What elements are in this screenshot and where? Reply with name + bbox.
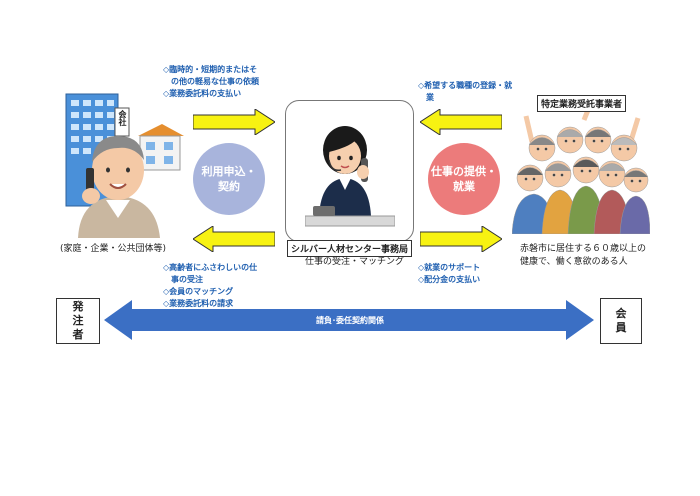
arrow-center-to-client bbox=[193, 226, 275, 252]
orderer-char-2: 注 bbox=[72, 314, 84, 327]
client-illustration bbox=[65, 93, 184, 238]
member-char-1: 会 bbox=[615, 307, 627, 320]
note-request-2: ◇業務委託料の支払い bbox=[163, 89, 242, 98]
member-caption-line2: 健康で、働く意欲のある人 bbox=[520, 257, 628, 267]
circle-right-line2: 就業 bbox=[453, 180, 475, 193]
orderer-char-1: 発 bbox=[72, 300, 84, 313]
note-support-2: ◇配分金の支払い bbox=[418, 275, 481, 284]
note-service-3: ◇業務委託料の請求 bbox=[163, 299, 234, 308]
orderer-box: 発 注 者 bbox=[56, 298, 100, 344]
note-service-2: ◇会員のマッチング bbox=[163, 287, 234, 296]
note-support-1: ◇就業のサポート bbox=[418, 263, 481, 272]
office-worker-illustration bbox=[305, 126, 395, 227]
client-caption: (家庭・企業・公共団体等) bbox=[60, 244, 167, 254]
note-register-b: 業 bbox=[418, 93, 434, 102]
center-subtitle: 仕事の受注・マッチング bbox=[305, 257, 405, 267]
member-char-2: 員 bbox=[615, 321, 627, 334]
contractor-label: 特定業務受託事業者 bbox=[537, 95, 627, 112]
circle-right-line1: 仕事の提供・ bbox=[431, 165, 497, 178]
center-service-notes: ◇高齢者にふさわしいの仕 事の受注 ◇会員のマッチング ◇業務委託料の請求 bbox=[163, 262, 278, 310]
application-contract-circle: 利用申込・ 契約 bbox=[193, 143, 265, 215]
member-support-notes: ◇就業のサポート ◇配分金の支払い bbox=[418, 262, 528, 286]
member-caption: 赤磐市に居住する６０歳以上の 健康で、働く意欲のある人 bbox=[520, 243, 646, 269]
company-sign-text: 会社 bbox=[118, 110, 127, 126]
member-caption-line1: 赤磐市に居住する６０歳以上の bbox=[520, 244, 647, 254]
member-box: 会 員 bbox=[600, 298, 642, 344]
arrow-member-to-center bbox=[420, 109, 502, 135]
contract-relation-arrow bbox=[104, 300, 594, 340]
note-request-1a: ◇臨時的・短期的またはそ bbox=[163, 65, 258, 74]
circle-left-line2: 契約 bbox=[218, 180, 240, 193]
arrow-center-to-member bbox=[420, 226, 502, 252]
arrow-client-to-center bbox=[193, 109, 275, 135]
contract-relation-label: 請負･委任契約関係 bbox=[316, 316, 384, 325]
center-title: シルバー人材センター事務局 bbox=[287, 240, 413, 257]
job-provision-circle: 仕事の提供・ 就業 bbox=[428, 143, 500, 215]
circle-left-line1: 利用申込・ bbox=[201, 165, 257, 178]
note-request-1b: の他の軽易な仕事の依頼 bbox=[163, 77, 259, 86]
member-register-notes: ◇希望する職種の登録・就 業 bbox=[418, 80, 528, 104]
note-service-1a: ◇高齢者にふさわしいの仕 bbox=[163, 263, 258, 272]
note-register-a: ◇希望する職種の登録・就 bbox=[418, 81, 513, 90]
orderer-char-3: 者 bbox=[72, 328, 84, 341]
client-request-notes: ◇臨時的・短期的またはそ の他の軽易な仕事の依頼 ◇業務委託料の支払い bbox=[163, 64, 278, 100]
note-service-1b: 事の受注 bbox=[163, 275, 203, 284]
members-crowd-illustration bbox=[512, 112, 650, 234]
